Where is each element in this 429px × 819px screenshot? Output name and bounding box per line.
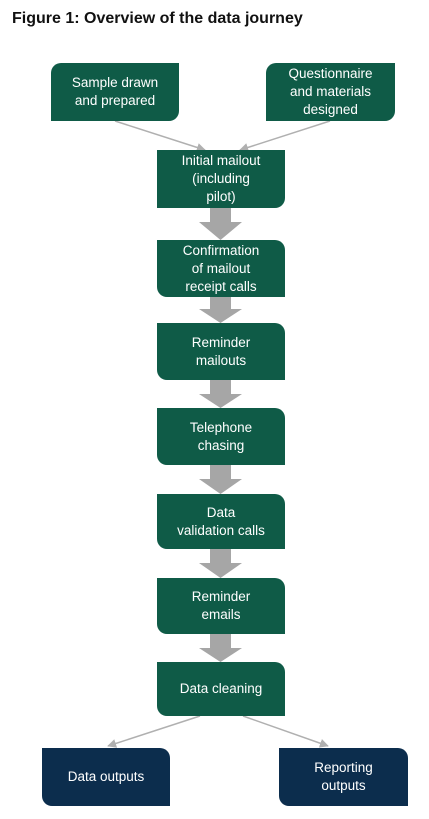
block-arrow-4	[199, 465, 242, 494]
node-reporting-outputs: Reporting outputs	[279, 748, 408, 806]
node-data-validation-calls: Data validation calls	[157, 494, 285, 549]
arrow-cleaning-to-data-outputs	[107, 715, 201, 748]
node-telephone-chasing: Telephone chasing	[157, 408, 285, 465]
block-arrow-3	[199, 380, 242, 408]
node-data-outputs: Data outputs	[42, 748, 170, 806]
node-reminder-mailouts: Reminder mailouts	[157, 323, 285, 380]
arrow-questionnaire-to-mailout	[239, 120, 331, 152]
node-data-cleaning: Data cleaning	[157, 662, 285, 716]
node-questionnaire-designed: Questionnaire and materials designed	[266, 63, 395, 121]
figure-title: Figure 1: Overview of the data journey	[12, 10, 303, 27]
node-sample-drawn: Sample drawn and prepared	[51, 63, 179, 121]
arrow-cleaning-to-reporting	[242, 715, 329, 748]
block-arrow-5	[199, 549, 242, 578]
block-arrow-2	[199, 297, 242, 323]
node-initial-mailout: Initial mailout (including pilot)	[157, 150, 285, 208]
block-arrow-1	[199, 208, 242, 240]
node-reminder-emails: Reminder emails	[157, 578, 285, 634]
node-confirmation-calls: Confirmation of mailout receipt calls	[157, 240, 285, 297]
arrow-sample-to-mailout	[114, 120, 206, 152]
block-arrow-6	[199, 634, 242, 662]
